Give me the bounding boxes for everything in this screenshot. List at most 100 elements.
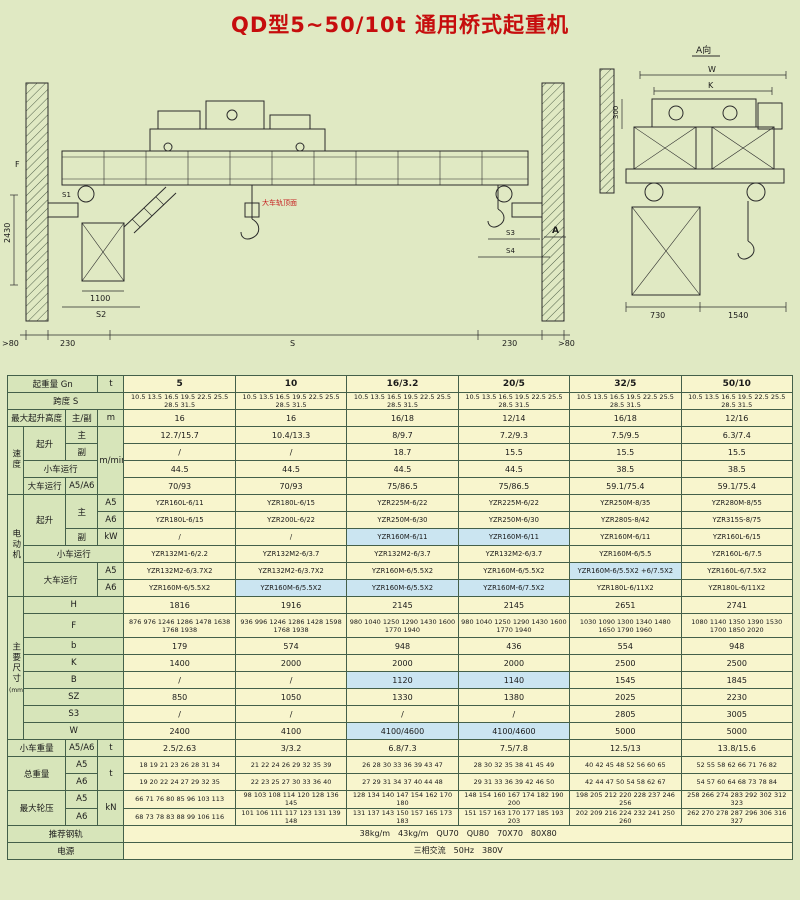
bridge-girder	[61, 150, 529, 186]
a5-label: A5	[65, 790, 99, 809]
dim-230-left-label: 230	[60, 339, 75, 348]
wheel-load-values: 101 106 111 117 123 131 139 148	[234, 807, 348, 826]
motor-model: YZR160M-6/7.5X2	[457, 579, 571, 598]
speed-value: /	[123, 443, 236, 462]
dimension-value: 948	[346, 637, 459, 656]
dim-1540-label: 1540	[728, 311, 748, 320]
height-label: 最大起升高度	[6, 409, 67, 428]
motor-model: /	[234, 528, 348, 547]
cab-drawing	[81, 186, 177, 282]
capacity-value: 16/3.2	[346, 375, 459, 393]
motor-model: YZR180L-6/15	[234, 494, 348, 513]
span-values: 10.5 13.5 16.5 19.5 22.5 25.5 28.5 31.5	[346, 391, 459, 411]
dim-s1-label: S1	[62, 191, 71, 199]
motor-model: YZR132M2-6/3.7	[234, 545, 348, 564]
wheel-load-values: 128 134 140 147 154 162 170 180	[346, 790, 459, 809]
motor-model: YZR160M-6/5.5	[569, 545, 682, 564]
a6-label: A6	[65, 807, 99, 826]
lift-height-value: 16/18	[346, 409, 459, 428]
dim-row-label-k: K	[23, 654, 125, 673]
motor-model: YZR160M-6/11	[346, 528, 459, 547]
a6-label: A6	[97, 511, 125, 530]
motor-model: YZR160M-6/11	[569, 528, 682, 547]
lift-height-value: 12/16	[680, 409, 794, 428]
dimension-value: /	[123, 705, 236, 724]
dimension-value: 2145	[457, 596, 571, 615]
aux-hook-drawing	[487, 185, 505, 228]
wheel-load-values: 262 270 278 287 296 306 316 327	[680, 807, 794, 826]
end-view-label: A向	[696, 44, 711, 56]
power-label: 电源	[6, 841, 125, 860]
total-weight-values: 19 20 22 24 27 29 32 35	[123, 773, 236, 792]
dimension-value: 2651	[569, 596, 682, 615]
trolley-weight-unit: t	[97, 739, 125, 758]
dimension-value: 2025	[569, 688, 682, 707]
span-values: 10.5 13.5 16.5 19.5 22.5 25.5 28.5 31.5	[680, 391, 794, 411]
trolley-drawing	[149, 100, 326, 152]
main-label: 主	[65, 426, 99, 445]
motor-model: YZR160M-6/5.5X2	[346, 579, 459, 598]
dimension-value: 2805	[569, 705, 682, 724]
speed-section-label: 速度	[6, 426, 25, 496]
speed-value: 70/93	[234, 477, 348, 496]
dimension-value: 1816	[123, 596, 236, 615]
row-rail: 推荐钢轨 38kg/m 43kg/m QU70 QU80 70X70 80X80	[6, 824, 793, 843]
dim-730-label: 730	[650, 311, 665, 320]
speed-value: 7.5/9.5	[569, 426, 682, 445]
motor-model: YZR160M-6/5.5X2	[457, 562, 571, 581]
speed-value: 10.4/13.3	[234, 426, 348, 445]
motor-model: YZR315S-8/75	[680, 511, 794, 530]
span-label: 跨度 S	[6, 391, 125, 411]
a5-label: A5	[65, 756, 99, 775]
dimension-value: /	[234, 671, 348, 690]
elevation-view	[10, 82, 570, 340]
lift-height-value: 16	[123, 409, 236, 428]
capacity-value: 50/10	[680, 375, 794, 393]
capacity-value: 5	[123, 375, 236, 393]
trolley-weight-value: 6.8/7.3	[346, 739, 459, 758]
row-power: 电源 三相交流 50Hz 380V	[6, 841, 793, 860]
bridge-travel-label: 大车运行	[23, 477, 67, 496]
motor-section-label: 电动机	[6, 494, 25, 598]
total-weight-values: 52 55 58 62 66 71 76 82	[680, 756, 794, 775]
wheel-load-values: 198 205 212 220 228 237 246 256	[569, 790, 682, 809]
aux-label: 副	[65, 528, 99, 547]
rail-top-label: 大车轨顶面	[262, 198, 297, 207]
dim-row-label-h: H	[23, 596, 125, 615]
dimension-value: /	[346, 705, 459, 724]
dimension-value: /	[457, 705, 571, 724]
dim-s3-label: S3	[506, 229, 515, 237]
wheel-load-values: 148 154 160 167 174 182 190 200	[457, 790, 571, 809]
dimension-value: 2741	[680, 596, 794, 615]
right-wall-hatch	[541, 82, 565, 322]
total-weight-values: 28 30 32 35 38 41 45 49	[457, 756, 571, 775]
dim-row-label-b: b	[23, 637, 125, 656]
motor-model: YZR160L-6/7.5	[680, 545, 794, 564]
motor-model: YZR280M-8/55	[680, 494, 794, 513]
speed-value: 38.5	[680, 460, 794, 479]
dim-row-label-f: F	[23, 613, 125, 639]
dimension-value: 4100/4600	[457, 722, 571, 741]
trolley-weight-label: 小车重量	[6, 739, 67, 758]
power-value: 三相交流 50Hz 380V	[123, 841, 793, 860]
speed-value: 15.5	[680, 443, 794, 462]
speed-value: 15.5	[457, 443, 571, 462]
speed-value: 15.5	[569, 443, 682, 462]
speed-value: 44.5	[346, 460, 459, 479]
speed-value: 44.5	[457, 460, 571, 479]
section-a-marker: A	[552, 226, 559, 236]
trolley-weight-value: 7.5/7.8	[457, 739, 571, 758]
dim-k-label: K	[708, 81, 714, 90]
dimension-values: 1080 1140 1350 1390 1530 1700 1850 2020	[680, 613, 794, 639]
